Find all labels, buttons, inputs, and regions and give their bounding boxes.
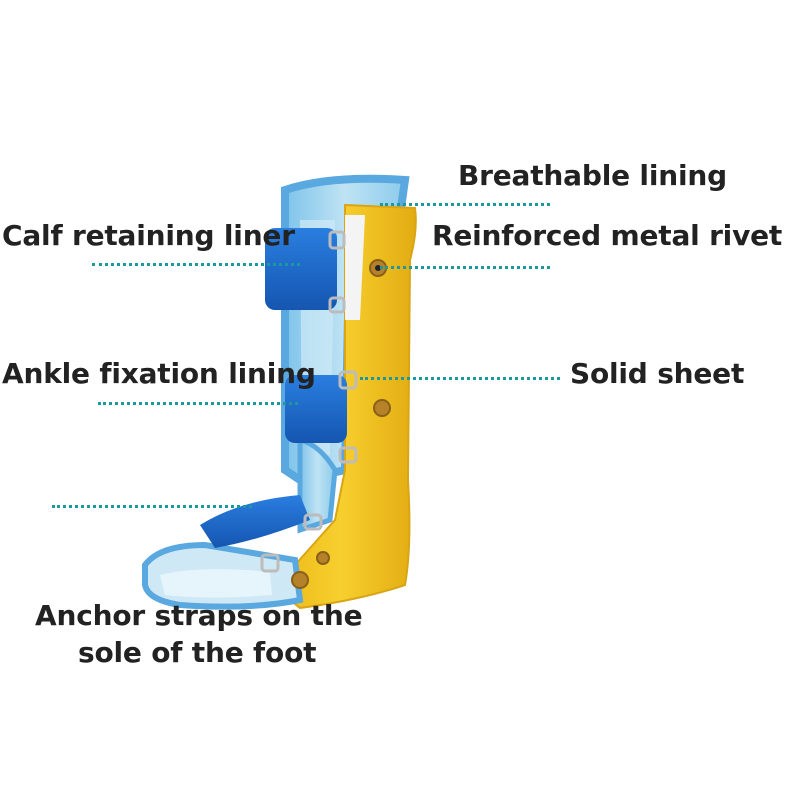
label-calf-retaining-liner: Calf retaining liner	[2, 219, 295, 252]
calf-strap	[265, 228, 346, 314]
label-solid-sheet: Solid sheet	[570, 357, 745, 390]
label-anchor-straps-line1: Anchor straps on the	[35, 599, 363, 632]
foot-strap	[200, 495, 323, 573]
leader-calf-retaining-liner	[92, 263, 300, 266]
ankle-strap	[285, 370, 358, 464]
label-breathable-lining: Breathable lining	[458, 159, 727, 192]
label-ankle-fixation-lining: Ankle fixation lining	[2, 357, 316, 390]
label-reinforced-metal-rivet: Reinforced metal rivet	[432, 219, 783, 252]
rivet-middle	[373, 399, 391, 417]
leader-anchor-straps	[52, 505, 252, 508]
rivet-lower	[316, 551, 330, 565]
leader-solid-sheet	[360, 377, 560, 380]
leader-reinforced-metal-rivet	[380, 266, 550, 269]
rivet-bottom	[291, 571, 309, 589]
leader-breathable-lining	[380, 203, 550, 206]
leader-ankle-fixation-lining	[98, 402, 298, 405]
solid-sheet-shell	[263, 203, 417, 610]
label-anchor-straps-line2: sole of the foot	[78, 636, 317, 669]
